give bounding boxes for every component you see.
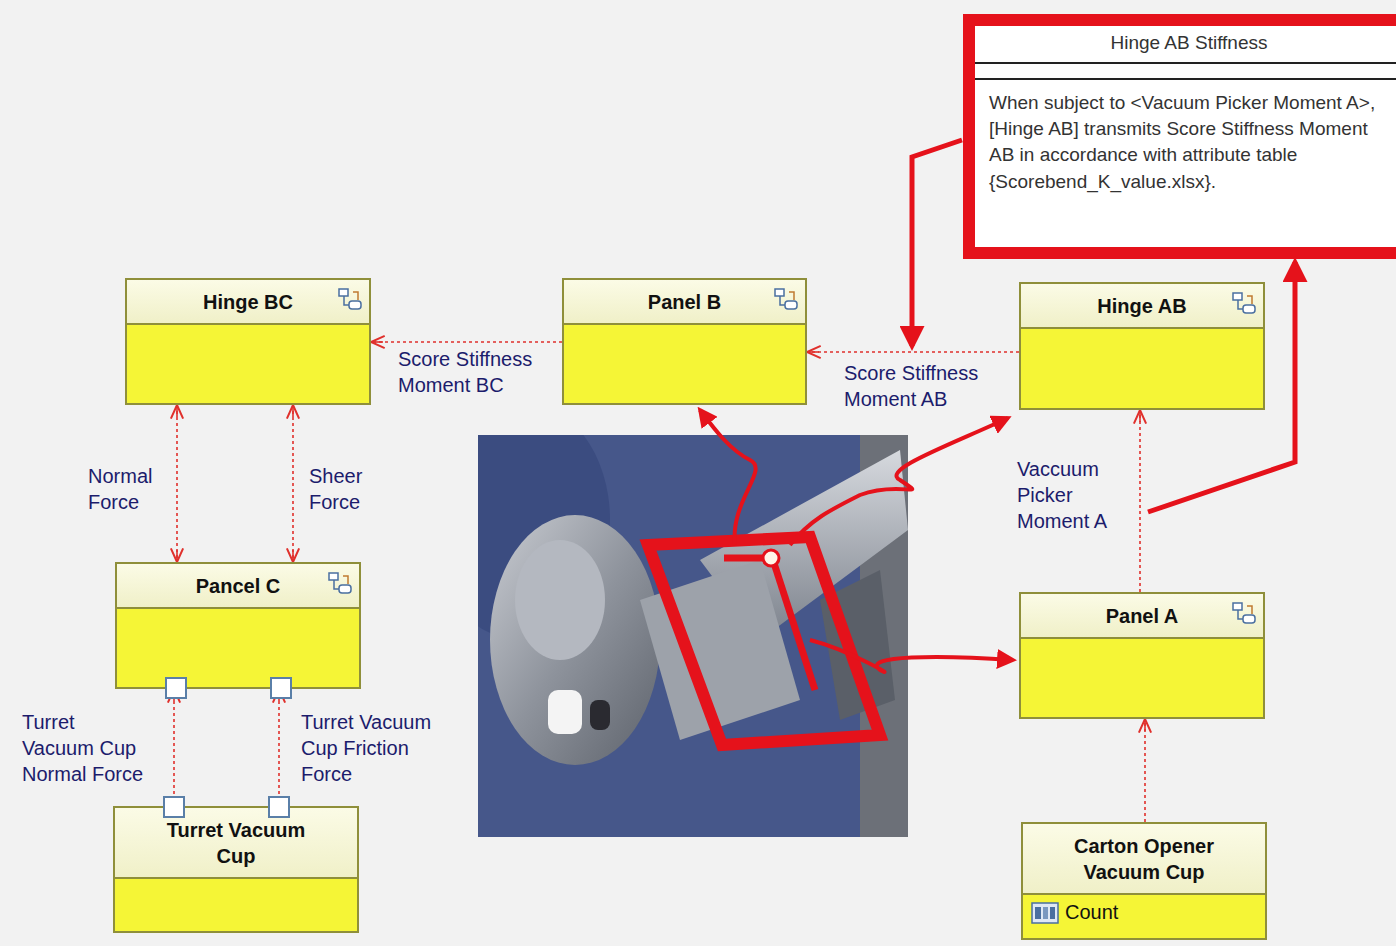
connector-line xyxy=(807,351,1019,353)
block-body xyxy=(1021,639,1263,717)
block-body xyxy=(117,609,359,687)
block-box: Panel A xyxy=(1019,592,1265,719)
connector-line xyxy=(371,341,562,343)
block-box: Pancel C xyxy=(115,562,361,689)
block-body xyxy=(127,325,369,403)
attribute-name: Count xyxy=(1065,901,1118,924)
edge-label: Normal Force xyxy=(86,463,172,515)
port-square xyxy=(270,677,292,699)
port-square xyxy=(163,796,185,818)
block-body: Count xyxy=(1023,895,1265,938)
note-separator xyxy=(975,64,1396,80)
note-text: When subject to <Vacuum Picker Moment A>… xyxy=(975,80,1396,209)
arrowhead xyxy=(1134,410,1146,424)
connector-line xyxy=(1144,719,1146,822)
connector xyxy=(273,689,285,806)
connector xyxy=(171,405,183,562)
connector xyxy=(807,346,1019,358)
block-body xyxy=(564,325,805,403)
arrowhead xyxy=(1139,410,1141,422)
highlight-line xyxy=(773,560,815,690)
connector-line xyxy=(292,405,294,562)
block-icon xyxy=(1231,600,1257,626)
edge-label: Turret Vacuum Cup Friction Force xyxy=(299,709,435,787)
block-icon xyxy=(1231,290,1257,316)
arrowhead xyxy=(807,346,821,358)
edge-label: Turret Vacuum Cup Normal Force xyxy=(20,709,152,787)
block-title: Hinge AB xyxy=(1021,284,1263,329)
block-title: Turret Vacuum Cup xyxy=(115,808,357,879)
block-body xyxy=(115,879,357,931)
connector xyxy=(1134,410,1146,592)
edge-label: Score Stiffness Moment AB xyxy=(842,360,996,412)
connector xyxy=(168,689,180,806)
arrowhead xyxy=(287,405,299,419)
block-icon xyxy=(337,286,363,312)
block-title: Hinge BC xyxy=(127,280,369,325)
highlight-outline xyxy=(648,537,880,745)
arrowhead xyxy=(292,550,294,562)
pivot-dot xyxy=(763,550,779,566)
block-box: Hinge AB xyxy=(1019,282,1265,410)
edge-label: Score Stiffness Moment BC xyxy=(396,346,550,398)
block-title: Panel A xyxy=(1021,594,1263,639)
arrowhead xyxy=(371,336,385,348)
edge-label: Sheer Force xyxy=(307,463,393,515)
pointer-arrow xyxy=(700,410,756,545)
pointer-arrow xyxy=(790,418,1008,545)
connector-line xyxy=(176,405,178,562)
attribute-row: Count xyxy=(1031,901,1257,924)
connector xyxy=(1139,719,1151,822)
arrowhead xyxy=(287,548,299,562)
block-box: Carton Opener Vacuum CupCount xyxy=(1021,822,1267,940)
attribute-icon xyxy=(1031,902,1059,924)
port-square xyxy=(165,677,187,699)
connector-line xyxy=(1139,410,1141,592)
connector-line xyxy=(278,689,280,806)
arrowhead xyxy=(1144,719,1146,731)
block-box: Panel B xyxy=(562,278,807,405)
machine-photo xyxy=(478,435,908,837)
connector xyxy=(287,405,299,562)
arrowhead xyxy=(176,405,178,417)
connector-line xyxy=(173,689,175,806)
arrowhead xyxy=(171,548,183,562)
edge-label: Vaccuum Picker Moment A xyxy=(1015,456,1131,534)
leader-line xyxy=(912,140,962,346)
arrowhead xyxy=(807,351,819,353)
block-icon xyxy=(327,570,353,596)
constraint-note: Hinge AB StiffnessWhen subject to <Vacuu… xyxy=(963,14,1396,259)
note-title: Hinge AB Stiffness xyxy=(975,26,1396,64)
arrowhead xyxy=(371,341,383,343)
arrowhead xyxy=(1139,719,1151,733)
block-title: Panel B xyxy=(564,280,805,325)
port-square xyxy=(268,796,290,818)
arrowhead xyxy=(176,550,178,562)
block-title: Carton Opener Vacuum Cup xyxy=(1023,824,1265,895)
block-title: Pancel C xyxy=(117,564,359,609)
pointer-arrow xyxy=(810,640,1013,672)
arrowhead xyxy=(171,405,183,419)
block-box: Hinge BC xyxy=(125,278,371,405)
arrowhead xyxy=(292,405,294,417)
block-box: Turret Vacuum Cup xyxy=(113,806,359,933)
block-icon xyxy=(773,286,799,312)
block-body xyxy=(1021,329,1263,408)
